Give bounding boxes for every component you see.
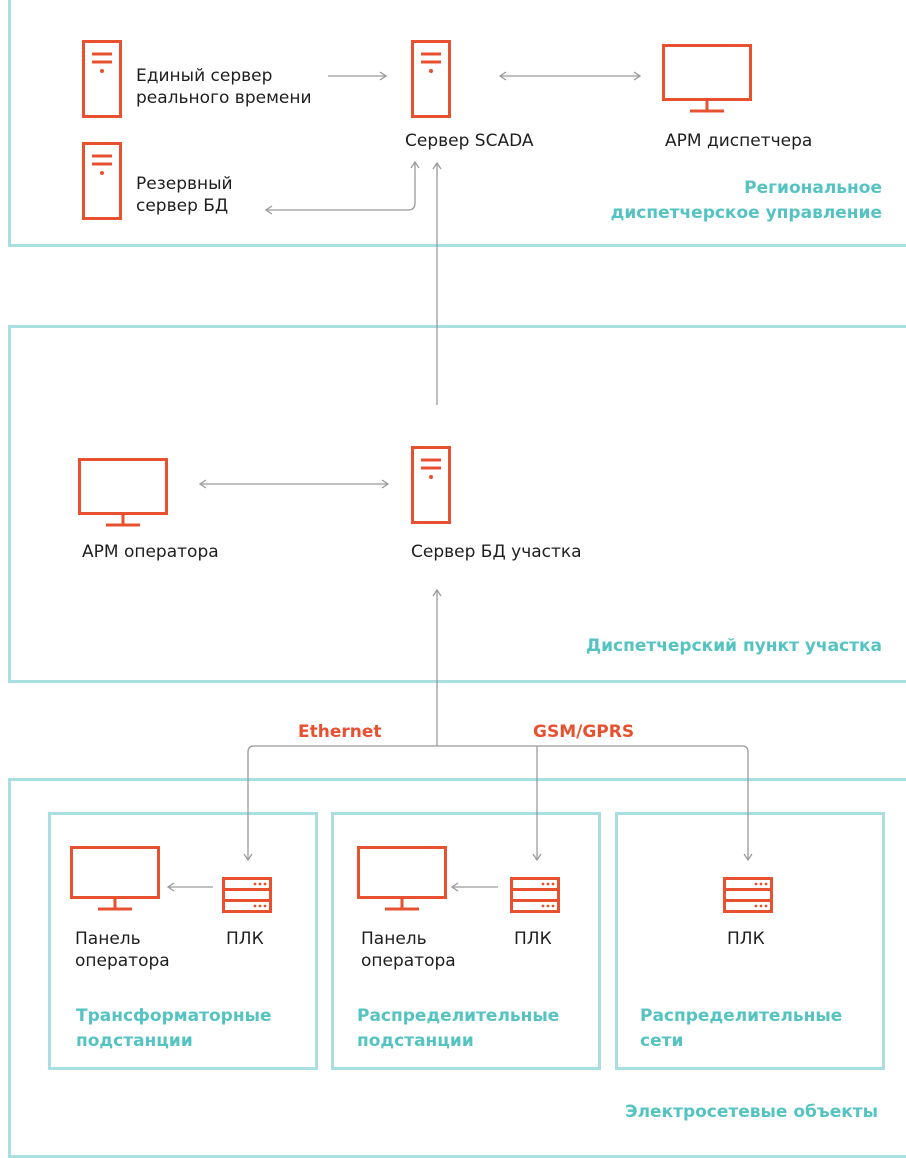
backup-db-server-label: Резервный сервер БД bbox=[136, 174, 233, 216]
plc-label: ПЛК bbox=[727, 929, 765, 949]
operator-workstation-label: АРМ оператора bbox=[82, 542, 219, 562]
plc-label: ПЛК bbox=[226, 929, 264, 949]
realtime-server-label: Единый сервер реального времени bbox=[136, 66, 312, 108]
operator-panel-label: Панель оператора bbox=[75, 929, 170, 971]
gsm-gprs-label: GSM/GPRS bbox=[533, 722, 635, 742]
scada-server-label: Сервер SCADA bbox=[405, 131, 534, 151]
zone-distribution-networks bbox=[615, 812, 885, 1070]
site-db-server-label: Сервер БД участка bbox=[411, 542, 582, 562]
server-icon bbox=[82, 142, 122, 220]
plc-icon bbox=[723, 877, 773, 913]
operator-panel-label: Панель оператора bbox=[361, 929, 456, 971]
plc-label: ПЛК bbox=[514, 929, 552, 949]
dispatcher-workstation-label: АРМ диспетчера bbox=[665, 131, 813, 151]
ethernet-label: Ethernet bbox=[298, 722, 382, 742]
server-icon bbox=[411, 40, 451, 118]
zone-transformer-substations bbox=[48, 812, 318, 1070]
zone-label-grid-objects: Электросетевые объекты bbox=[625, 1102, 878, 1122]
zone-distribution-substations bbox=[331, 812, 601, 1070]
network-bus bbox=[247, 745, 749, 860]
plc-icon bbox=[510, 877, 560, 913]
server-icon bbox=[82, 40, 122, 118]
monitor-icon bbox=[357, 846, 447, 911]
server-icon bbox=[411, 446, 451, 524]
zone-label-site: Диспетчерский пункт участка bbox=[585, 636, 882, 656]
zone-label-distribution-networks: Распределительные сети bbox=[640, 1006, 843, 1051]
zone-regional-dispatch bbox=[8, 0, 906, 247]
zone-label-distribution-substations: Распределительные подстанции bbox=[357, 1006, 560, 1051]
zone-label-regional: Региональное диспетчерское управление bbox=[610, 178, 882, 223]
plc-icon bbox=[222, 877, 272, 913]
zone-label-transformer-substations: Трансформаторные подстанции bbox=[76, 1006, 272, 1051]
monitor-icon bbox=[78, 458, 168, 527]
zone-site-dispatch bbox=[8, 325, 906, 683]
monitor-icon bbox=[662, 44, 752, 113]
arrow-scada-backup bbox=[266, 162, 416, 211]
monitor-icon bbox=[70, 846, 160, 911]
